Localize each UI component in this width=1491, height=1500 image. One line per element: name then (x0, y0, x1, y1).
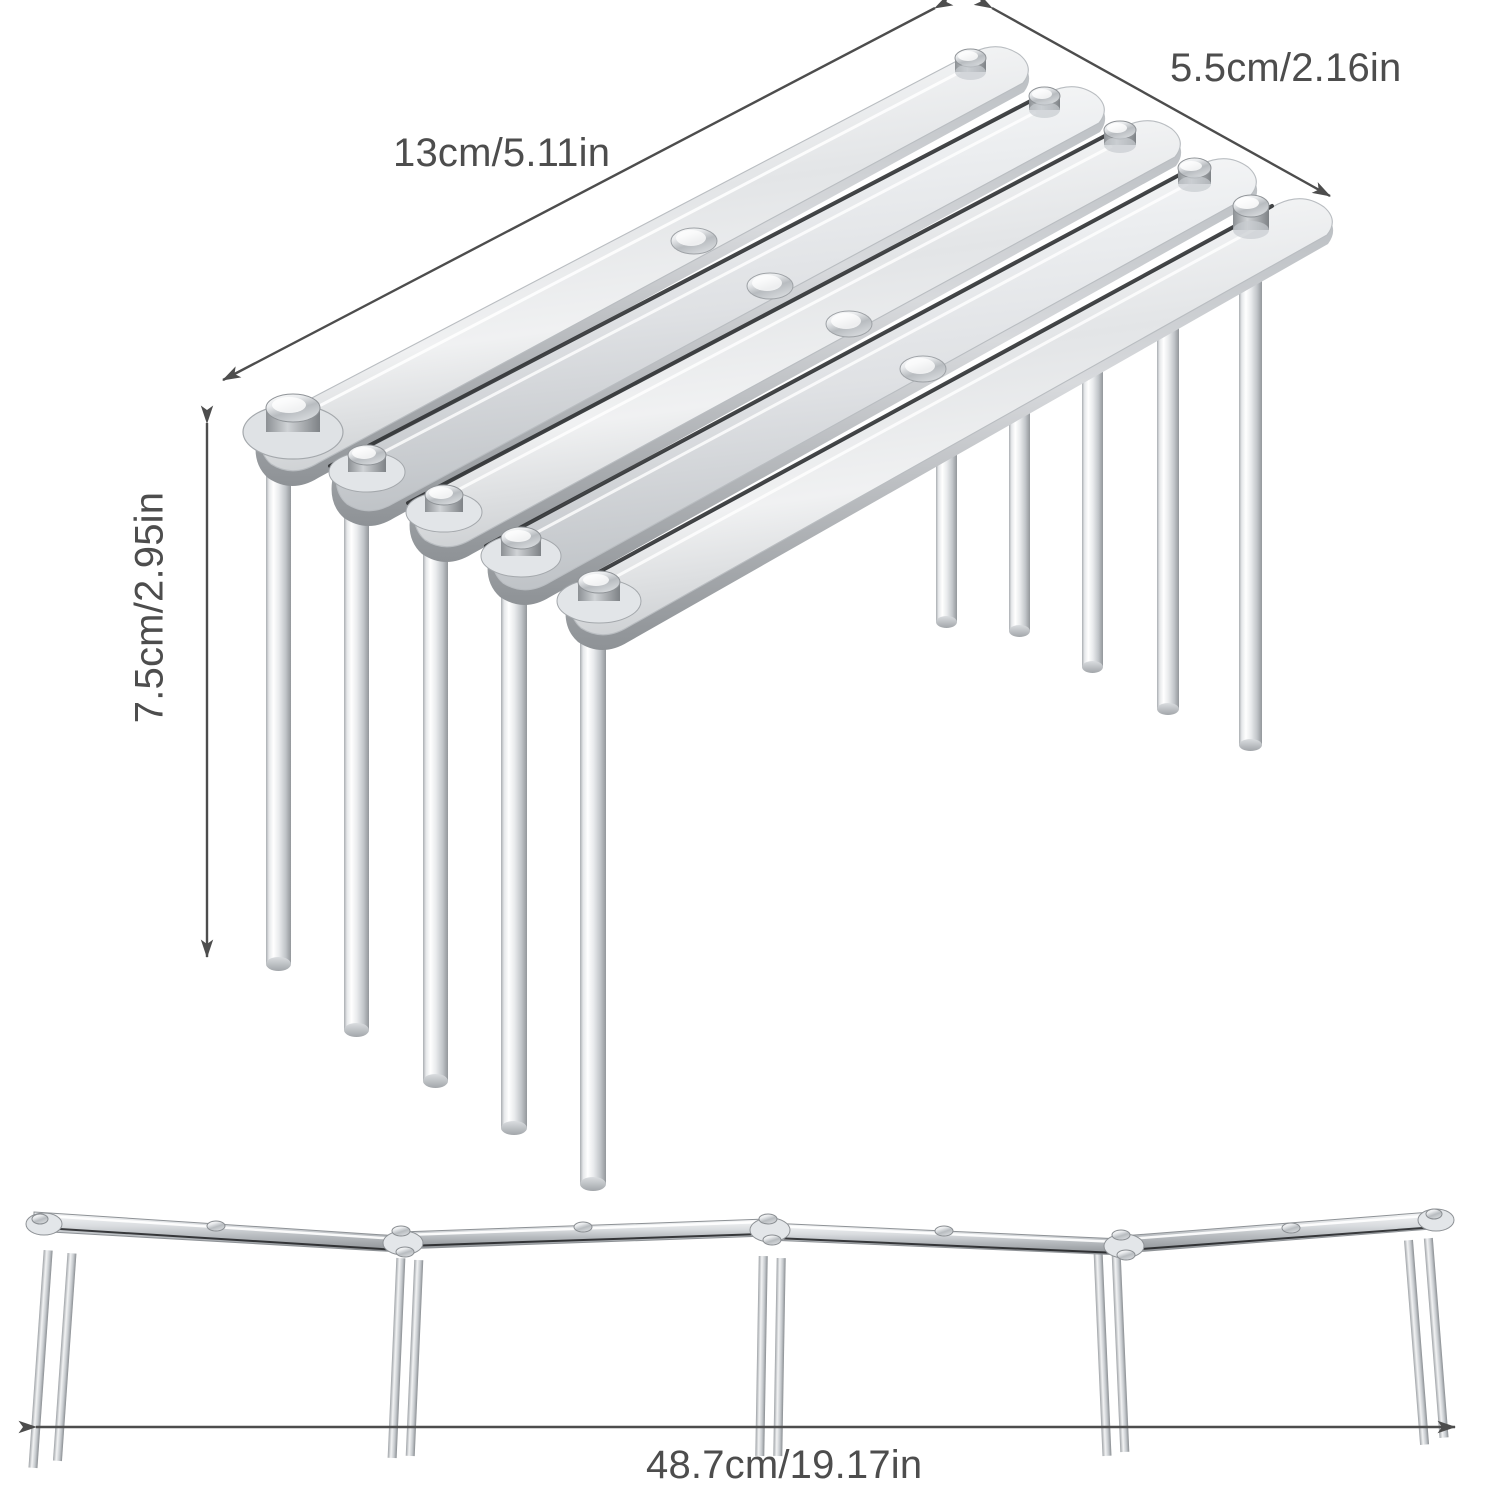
leg-rod (1157, 297, 1179, 715)
leg-rod (1239, 232, 1262, 751)
leg-pair (387, 1257, 424, 1459)
expanded-bars (33, 1210, 1445, 1256)
expanded-front-view (25, 1208, 1455, 1469)
dimension-line-depth (973, 0, 1331, 198)
leg-rod (344, 478, 369, 1037)
leg-rod (501, 552, 527, 1135)
rivet (242, 393, 344, 460)
leg-pair (1404, 1237, 1449, 1445)
rivet (556, 570, 642, 624)
leg-pair (28, 1249, 77, 1469)
rivet (206, 1220, 226, 1232)
leg-rod (266, 440, 291, 971)
joint (1417, 1208, 1455, 1232)
dimension-line-length (222, 0, 954, 382)
dimension-label-depth: 5.5cm/2.16in (1170, 46, 1402, 90)
rivet (405, 484, 483, 533)
leg-rod (1009, 372, 1030, 637)
legs-right-group (936, 232, 1262, 751)
expanded-joints (25, 1208, 1455, 1261)
joint (382, 1225, 424, 1258)
joint (25, 1212, 63, 1236)
dimension-label-expanded-width: 48.7cm/19.17in (646, 1443, 923, 1487)
rivet (1281, 1222, 1301, 1234)
rivet (1232, 194, 1270, 239)
leg-pair (1093, 1249, 1130, 1457)
leg-rod (423, 508, 448, 1088)
left-rivets-group (242, 393, 642, 624)
rivet (328, 444, 406, 493)
joint (1103, 1229, 1145, 1261)
leg-rod (580, 596, 606, 1191)
legs-left-group (266, 440, 606, 1191)
rivet (934, 1225, 954, 1237)
rivet (573, 1221, 593, 1233)
leg-pair (755, 1255, 786, 1457)
dimension-label-height: 7.5cm/2.95in (127, 491, 172, 724)
dimension-label-length: 13cm/5.11in (393, 131, 611, 175)
leg-rod (1082, 343, 1103, 673)
joint (749, 1213, 791, 1246)
rivet (480, 526, 562, 578)
slat (565, 198, 1334, 650)
